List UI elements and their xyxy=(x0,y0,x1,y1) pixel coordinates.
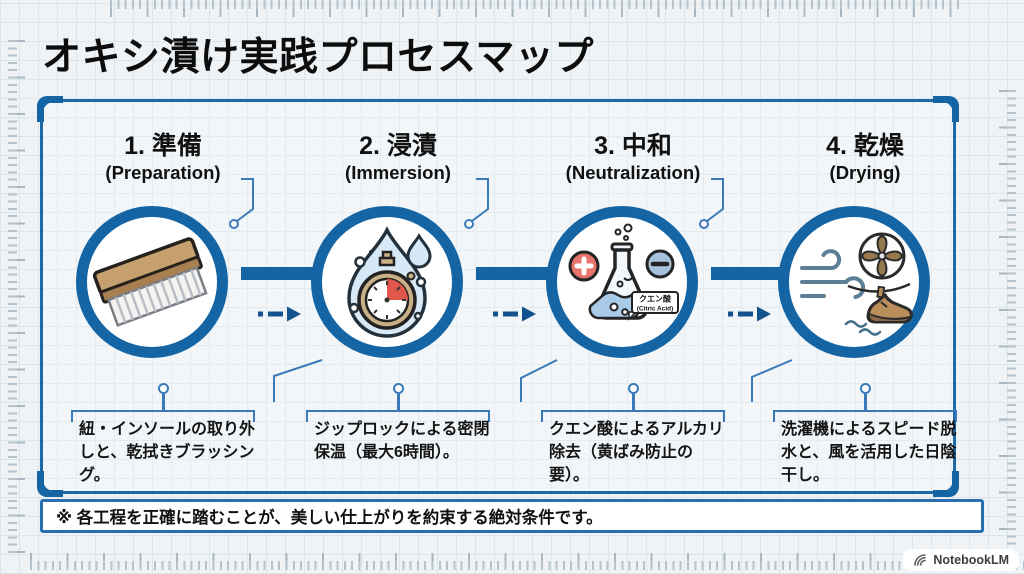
step-header: 1. 準備 (Preparation) xyxy=(53,132,273,183)
stem-ring xyxy=(158,383,169,394)
dashed-arrow-icon xyxy=(728,306,771,322)
step-header: 2. 浸漬 (Immersion) xyxy=(288,132,508,183)
step-label: 3. 中和 xyxy=(594,132,672,160)
ruler-right xyxy=(999,90,1016,554)
ruler-top-minor xyxy=(110,0,964,9)
flask-plus-minus-icon: クエン酸 (Citric Acid) xyxy=(568,223,679,321)
stem-line xyxy=(864,394,867,410)
ruler-bottom xyxy=(30,553,1024,570)
step-description: ジップロックによる密閉保温（最大6時間）。 xyxy=(314,421,490,462)
stem-ring xyxy=(860,383,871,394)
panel-corner-mark xyxy=(933,471,959,497)
scrub-brush-icon xyxy=(92,237,208,327)
process-map-panel: 1. 準備 (Preparation) 2. 浸漬 (Immersion) 3.… xyxy=(37,96,959,497)
description-bracket xyxy=(71,410,255,422)
step-label: 1. 準備 xyxy=(124,132,202,160)
step-circle-drying xyxy=(778,206,930,358)
step-label: 4. 乾燥 xyxy=(826,132,904,160)
panel-corner-mark xyxy=(933,96,959,122)
step-label: 2. 浸漬 xyxy=(359,132,437,160)
footer-note-banner: ※ 各工程を正確に踏むことが、美しい仕上がりを約束する絶対条件です。 xyxy=(40,499,984,533)
stem-line xyxy=(397,394,400,410)
ruler-left-minor xyxy=(8,40,17,554)
ruler-left xyxy=(8,40,25,554)
wind-fan-shoe-icon xyxy=(800,232,913,336)
step-description: 紐・インソールの取り外しと、乾拭きブラッシング。 xyxy=(79,421,256,485)
step-circle-preparation xyxy=(76,206,228,358)
stem-line xyxy=(632,394,635,410)
ruler-bottom-minor xyxy=(30,561,1024,570)
step-sublabel: (Immersion) xyxy=(345,161,451,183)
water-drop-stopwatch-icon xyxy=(347,226,432,338)
notebooklm-logo-icon xyxy=(914,554,927,566)
connector-bar xyxy=(241,267,313,280)
connector-bar xyxy=(476,267,548,280)
stem-ring xyxy=(628,383,639,394)
step-header: 3. 中和 (Neutralization) xyxy=(523,132,743,183)
description-bracket xyxy=(541,410,725,422)
description-bracket xyxy=(773,410,957,422)
stem-ring xyxy=(393,383,404,394)
step-header: 4. 乾燥 (Drying) xyxy=(755,132,975,183)
step-sublabel: (Neutralization) xyxy=(565,161,701,183)
panel-corner-mark xyxy=(37,471,63,497)
step-sublabel: (Preparation) xyxy=(105,161,221,183)
step-circle-neutralization: クエン酸 (Citric Acid) xyxy=(546,206,698,358)
notebooklm-badge: NotebookLM xyxy=(903,549,1019,571)
panel-corner-mark xyxy=(37,96,63,122)
flask-callout-ja: クエン酸 xyxy=(639,294,672,304)
notebooklm-label: NotebookLM xyxy=(933,553,1009,567)
stem-line xyxy=(162,394,165,410)
dashed-arrow-icon xyxy=(258,306,301,322)
dashed-arrow-icon xyxy=(493,306,536,322)
step-circle-immersion xyxy=(311,206,463,358)
description-bracket xyxy=(306,410,490,422)
page-title: オキシ漬け実践プロセスマップ xyxy=(42,36,594,79)
step-description: 洗濯機によるスピード脱水と、風を活用した日陰干し。 xyxy=(781,421,957,485)
step-description: クエン酸によるアルカリ除去（黄ばみ防止の要）。 xyxy=(549,421,724,485)
flask-callout-en: (Citric Acid) xyxy=(637,306,674,313)
footer-note-text: ※ 各工程を正確に踏むことが、美しい仕上がりを約束する絶対条件です。 xyxy=(56,509,603,527)
connector-bar xyxy=(711,267,783,280)
ruler-top xyxy=(110,0,964,17)
ruler-right-minor xyxy=(1007,90,1016,554)
step-sublabel: (Drying) xyxy=(829,161,901,183)
